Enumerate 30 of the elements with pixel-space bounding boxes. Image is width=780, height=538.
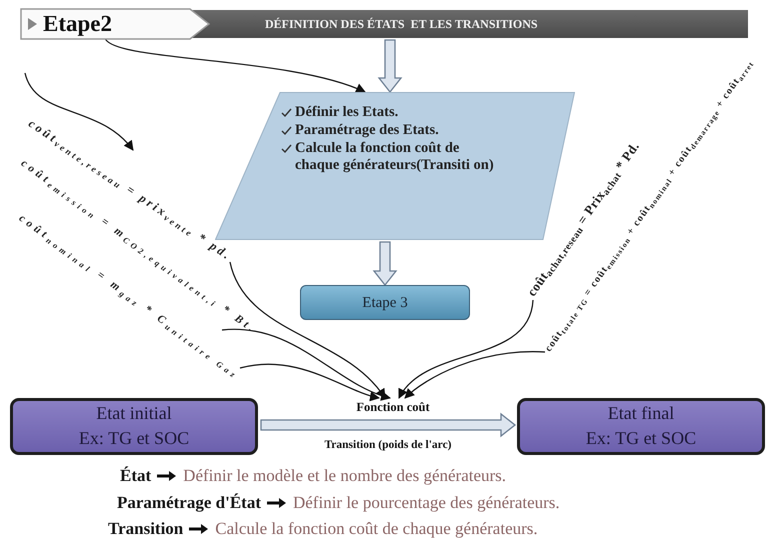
state-example: Ex: TG et SOC <box>586 428 696 448</box>
curved-arrow <box>404 351 546 399</box>
bullet-text: Paramétrage des Etats. <box>295 122 439 139</box>
state-box <box>517 398 765 455</box>
step-box <box>300 285 470 320</box>
step-title: Etape2 <box>43 10 112 36</box>
curved-arrow <box>240 364 380 401</box>
block-arrow <box>260 412 516 438</box>
state-title: Etat initial <box>96 402 172 422</box>
state-title: Etat final <box>608 402 674 422</box>
bullet-text: Calcule la fonction coût de chaque générateurs(Transiti on) <box>295 140 495 174</box>
state-example: Ex: TG et SOC <box>78 428 190 448</box>
bullet-text: Définir les Etats. <box>295 104 398 121</box>
state-box <box>10 398 258 455</box>
curved-arrow <box>24 72 134 151</box>
curved-arrow <box>222 328 391 400</box>
note-term: État <box>120 465 152 487</box>
banner-title: DÉFINITION DES ÉTATS ET LES TRANSITIONS <box>265 17 538 31</box>
note-term: Paramétrage d'État <box>117 492 261 514</box>
note-text: Définir le pourcentage des générateurs. <box>292 492 560 514</box>
curved-arrow <box>104 38 366 94</box>
block-arrow <box>378 39 402 94</box>
note-text: Calcule la fonction coût de chaque générateurs. <box>215 518 538 538</box>
note-text: Définir le modèle et le nombre des générateurs. <box>183 465 506 487</box>
block-arrow <box>372 241 398 286</box>
header-banner <box>190 10 748 38</box>
step-label: Etape 3 <box>362 294 408 310</box>
note-term: Transition <box>108 518 184 538</box>
function-label: Fonction coût <box>356 400 430 414</box>
curved-arrow <box>398 300 534 399</box>
